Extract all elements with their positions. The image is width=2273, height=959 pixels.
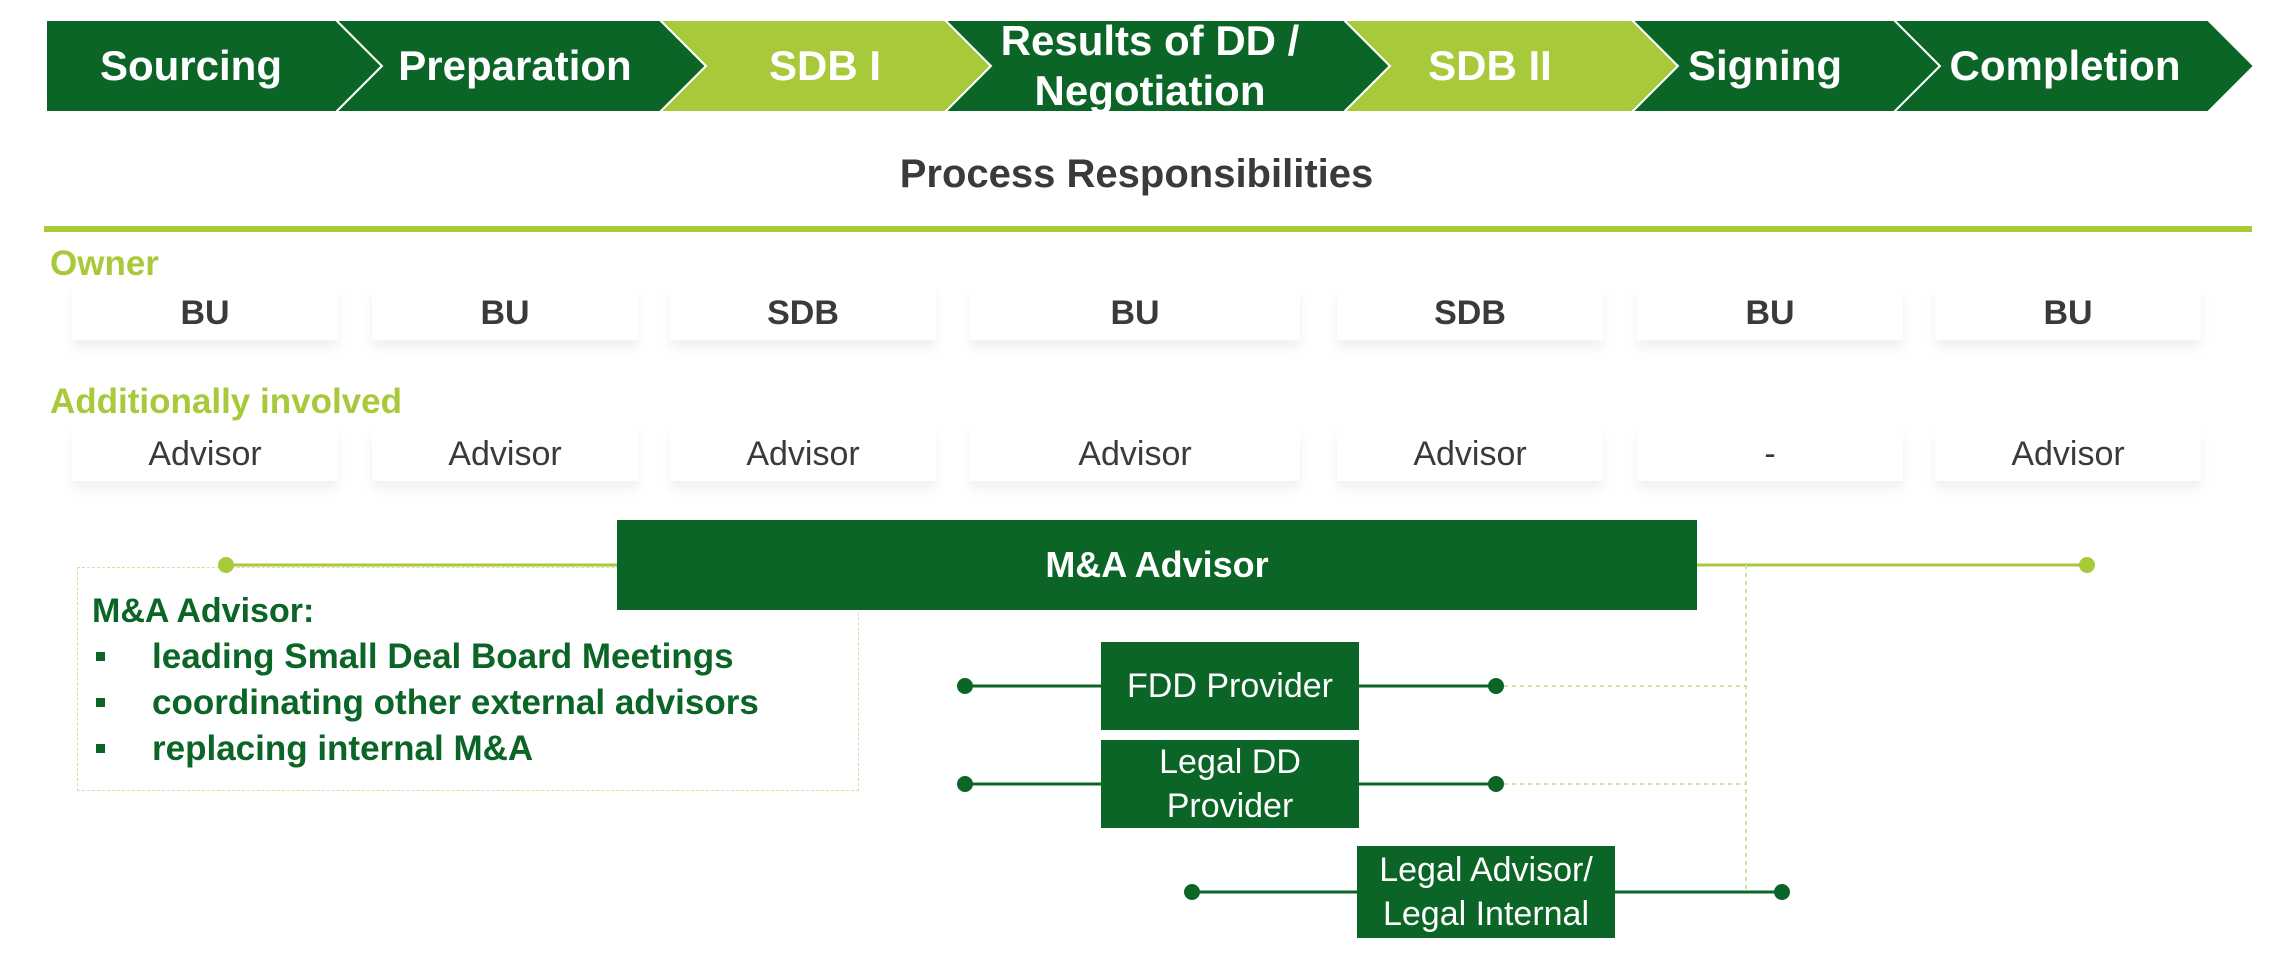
advisor-note-title: M&A Advisor: <box>92 592 315 630</box>
phase-label-sourcing: Sourcing <box>99 42 282 89</box>
phase-label-sdb-2: SDB II <box>1428 42 1552 89</box>
involved-cell-preparation: Advisor <box>372 427 638 481</box>
list-item: replacing internal M&A <box>92 726 759 772</box>
list-item-text: leading Small Deal Board Meetings <box>152 637 734 676</box>
legal-advisor-box: Legal Advisor/ Legal Internal <box>1357 846 1615 938</box>
fdd-provider-box: FDD Provider <box>1101 642 1359 730</box>
owner-cell-completion: BU <box>1935 286 2201 340</box>
phase-label-completion: Completion <box>1949 42 2181 89</box>
legal-dd-provider-box: Legal DD Provider <box>1101 740 1359 828</box>
phase-label-preparation: Preparation <box>398 42 632 89</box>
involved-cell-sdb-2: Advisor <box>1337 427 1603 481</box>
advisor-note-list: leading Small Deal Board Meetings coordi… <box>92 634 759 772</box>
phase-label-sdb-1: SDB I <box>768 42 881 89</box>
phase-label-signing: Signing <box>1688 42 1842 89</box>
list-item-text: replacing internal M&A <box>152 729 534 768</box>
page-title: Process Responsibilities <box>899 152 1374 196</box>
owner-cell-sdb-1: SDB <box>670 286 936 340</box>
advisor-timeline-end-dot <box>2079 557 2095 573</box>
phase-chevron-bar <box>45 19 2256 113</box>
involved-cell-signing: - <box>1637 427 1903 481</box>
advisor-note-box <box>77 567 859 791</box>
legal-dd-timeline-end-dot <box>1488 776 1504 792</box>
bullet-icon <box>96 698 105 707</box>
list-item: coordinating other external advisors <box>92 680 759 726</box>
fdd-timeline-start-dot <box>957 678 973 694</box>
advisor-timeline-start-dot <box>218 557 234 573</box>
owner-cell-preparation: BU <box>372 286 638 340</box>
list-item: leading Small Deal Board Meetings <box>92 634 759 680</box>
list-item-text: coordinating other external advisors <box>152 683 759 722</box>
additionally-involved-label: Additionally involved <box>50 382 402 421</box>
legal-dd-timeline-start-dot <box>957 776 973 792</box>
phase-chevron-7 <box>1891 19 2256 113</box>
bullet-icon <box>96 744 105 753</box>
owner-cell-signing: BU <box>1637 286 1903 340</box>
owner-cell-sourcing: BU <box>72 286 338 340</box>
owner-cell-sdb-2: SDB <box>1337 286 1603 340</box>
involved-cell-sourcing: Advisor <box>72 427 338 481</box>
involved-cell-completion: Advisor <box>1935 427 2201 481</box>
legal-advisor-timeline-end-dot <box>1774 884 1790 900</box>
involved-cell-results: Advisor <box>970 427 1300 481</box>
owner-label: Owner <box>50 244 159 283</box>
legal-advisor-timeline-start-dot <box>1184 884 1200 900</box>
ma-advisor-bar: M&A Advisor <box>617 520 1697 610</box>
bullet-icon <box>96 652 105 661</box>
title-divider <box>44 226 2252 232</box>
phase-label-results-dd-negotiation: Results of DD / Negotiation <box>1000 17 1300 114</box>
involved-cell-sdb-1: Advisor <box>670 427 936 481</box>
owner-cell-results: BU <box>970 286 1300 340</box>
fdd-timeline-end-dot <box>1488 678 1504 694</box>
